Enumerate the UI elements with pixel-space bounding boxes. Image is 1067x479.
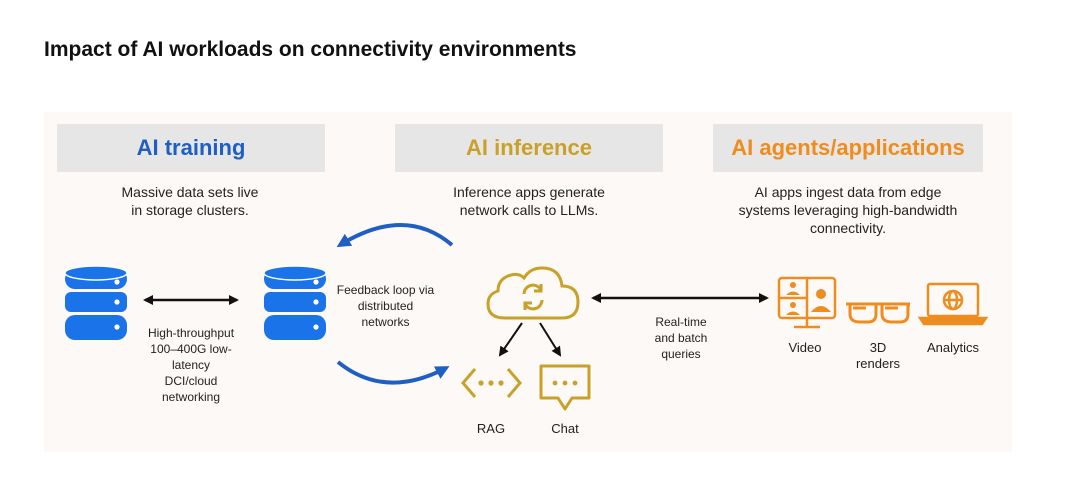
3d-renders-label: 3D renders bbox=[855, 340, 901, 371]
chat-label: Chat bbox=[551, 421, 579, 436]
cloud-to-chat-arrow bbox=[539, 322, 562, 357]
database-icon bbox=[64, 265, 128, 340]
video-label: Video bbox=[788, 340, 822, 355]
ai-training-description: Massive data sets live in storage cluste… bbox=[121, 184, 259, 218]
ai-inference-description: Inference apps generate network calls to… bbox=[453, 184, 605, 218]
ai-agents-description: AI apps ingest data from edge systems le… bbox=[738, 184, 958, 236]
page-title: Impact of AI workloads on connectivity e… bbox=[44, 38, 577, 61]
chat-bubble-icon bbox=[539, 364, 591, 411]
video-conference-icon bbox=[777, 276, 837, 329]
cloud-to-rag-arrow bbox=[498, 322, 523, 357]
feedback-arrow-top bbox=[336, 223, 454, 248]
dci-networking-label: High-throughput 100–400G low- latency DC… bbox=[147, 326, 235, 404]
cloud-sync-icon bbox=[486, 266, 580, 320]
realtime-queries-label: Real-time and batch queries bbox=[654, 315, 708, 361]
laptop-globe-icon bbox=[917, 282, 989, 326]
rag-label: RAG bbox=[476, 421, 506, 436]
feedback-loop-label: Feedback loop via distributed networks bbox=[336, 283, 435, 329]
3d-glasses-icon bbox=[846, 302, 910, 324]
header-ai-training: AI training bbox=[57, 124, 325, 172]
header-ai-agents: AI agents/applications bbox=[713, 124, 983, 172]
header-ai-inference: AI inference bbox=[395, 124, 663, 172]
analytics-label: Analytics bbox=[926, 340, 980, 355]
feedback-arrow-bottom bbox=[336, 360, 450, 385]
network-nodes-icon bbox=[461, 368, 522, 398]
database-icon bbox=[263, 265, 327, 340]
